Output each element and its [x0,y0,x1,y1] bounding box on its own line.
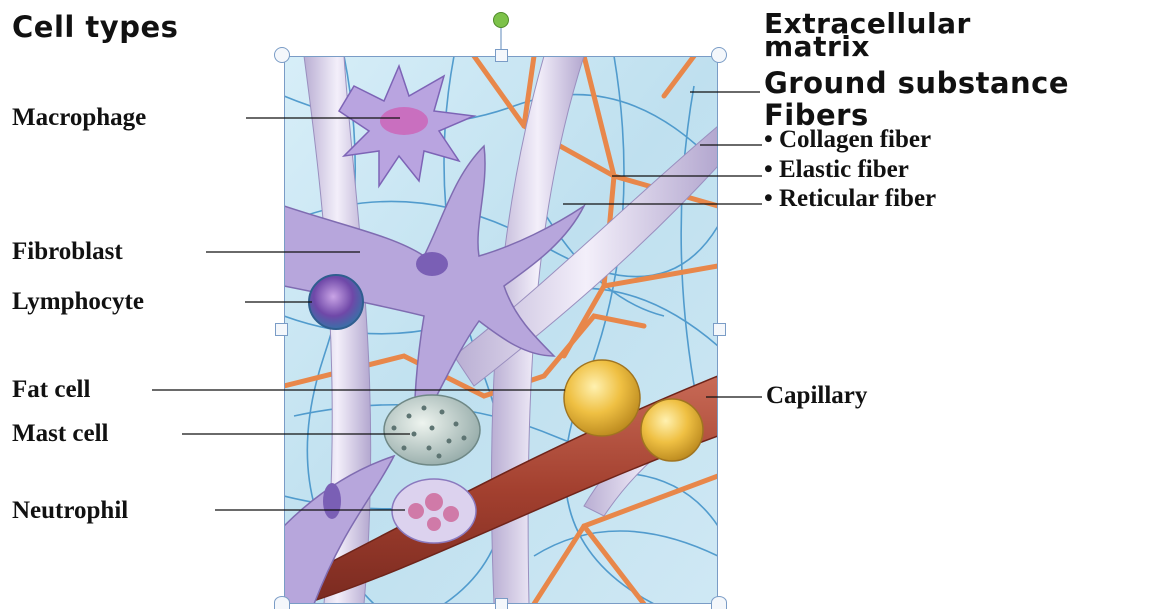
resize-handle-bottom-left[interactable] [274,596,290,609]
resize-handle-middle-right[interactable] [713,323,726,336]
rotate-handle[interactable] [493,12,509,28]
resize-handle-top-left[interactable] [274,47,290,63]
resize-handle-bottom-right[interactable] [711,596,727,609]
resize-handle-middle-left[interactable] [275,323,288,336]
resize-handle-top-center[interactable] [495,49,508,62]
resize-handle-top-right[interactable] [711,47,727,63]
resize-handle-bottom-center[interactable] [495,598,508,609]
